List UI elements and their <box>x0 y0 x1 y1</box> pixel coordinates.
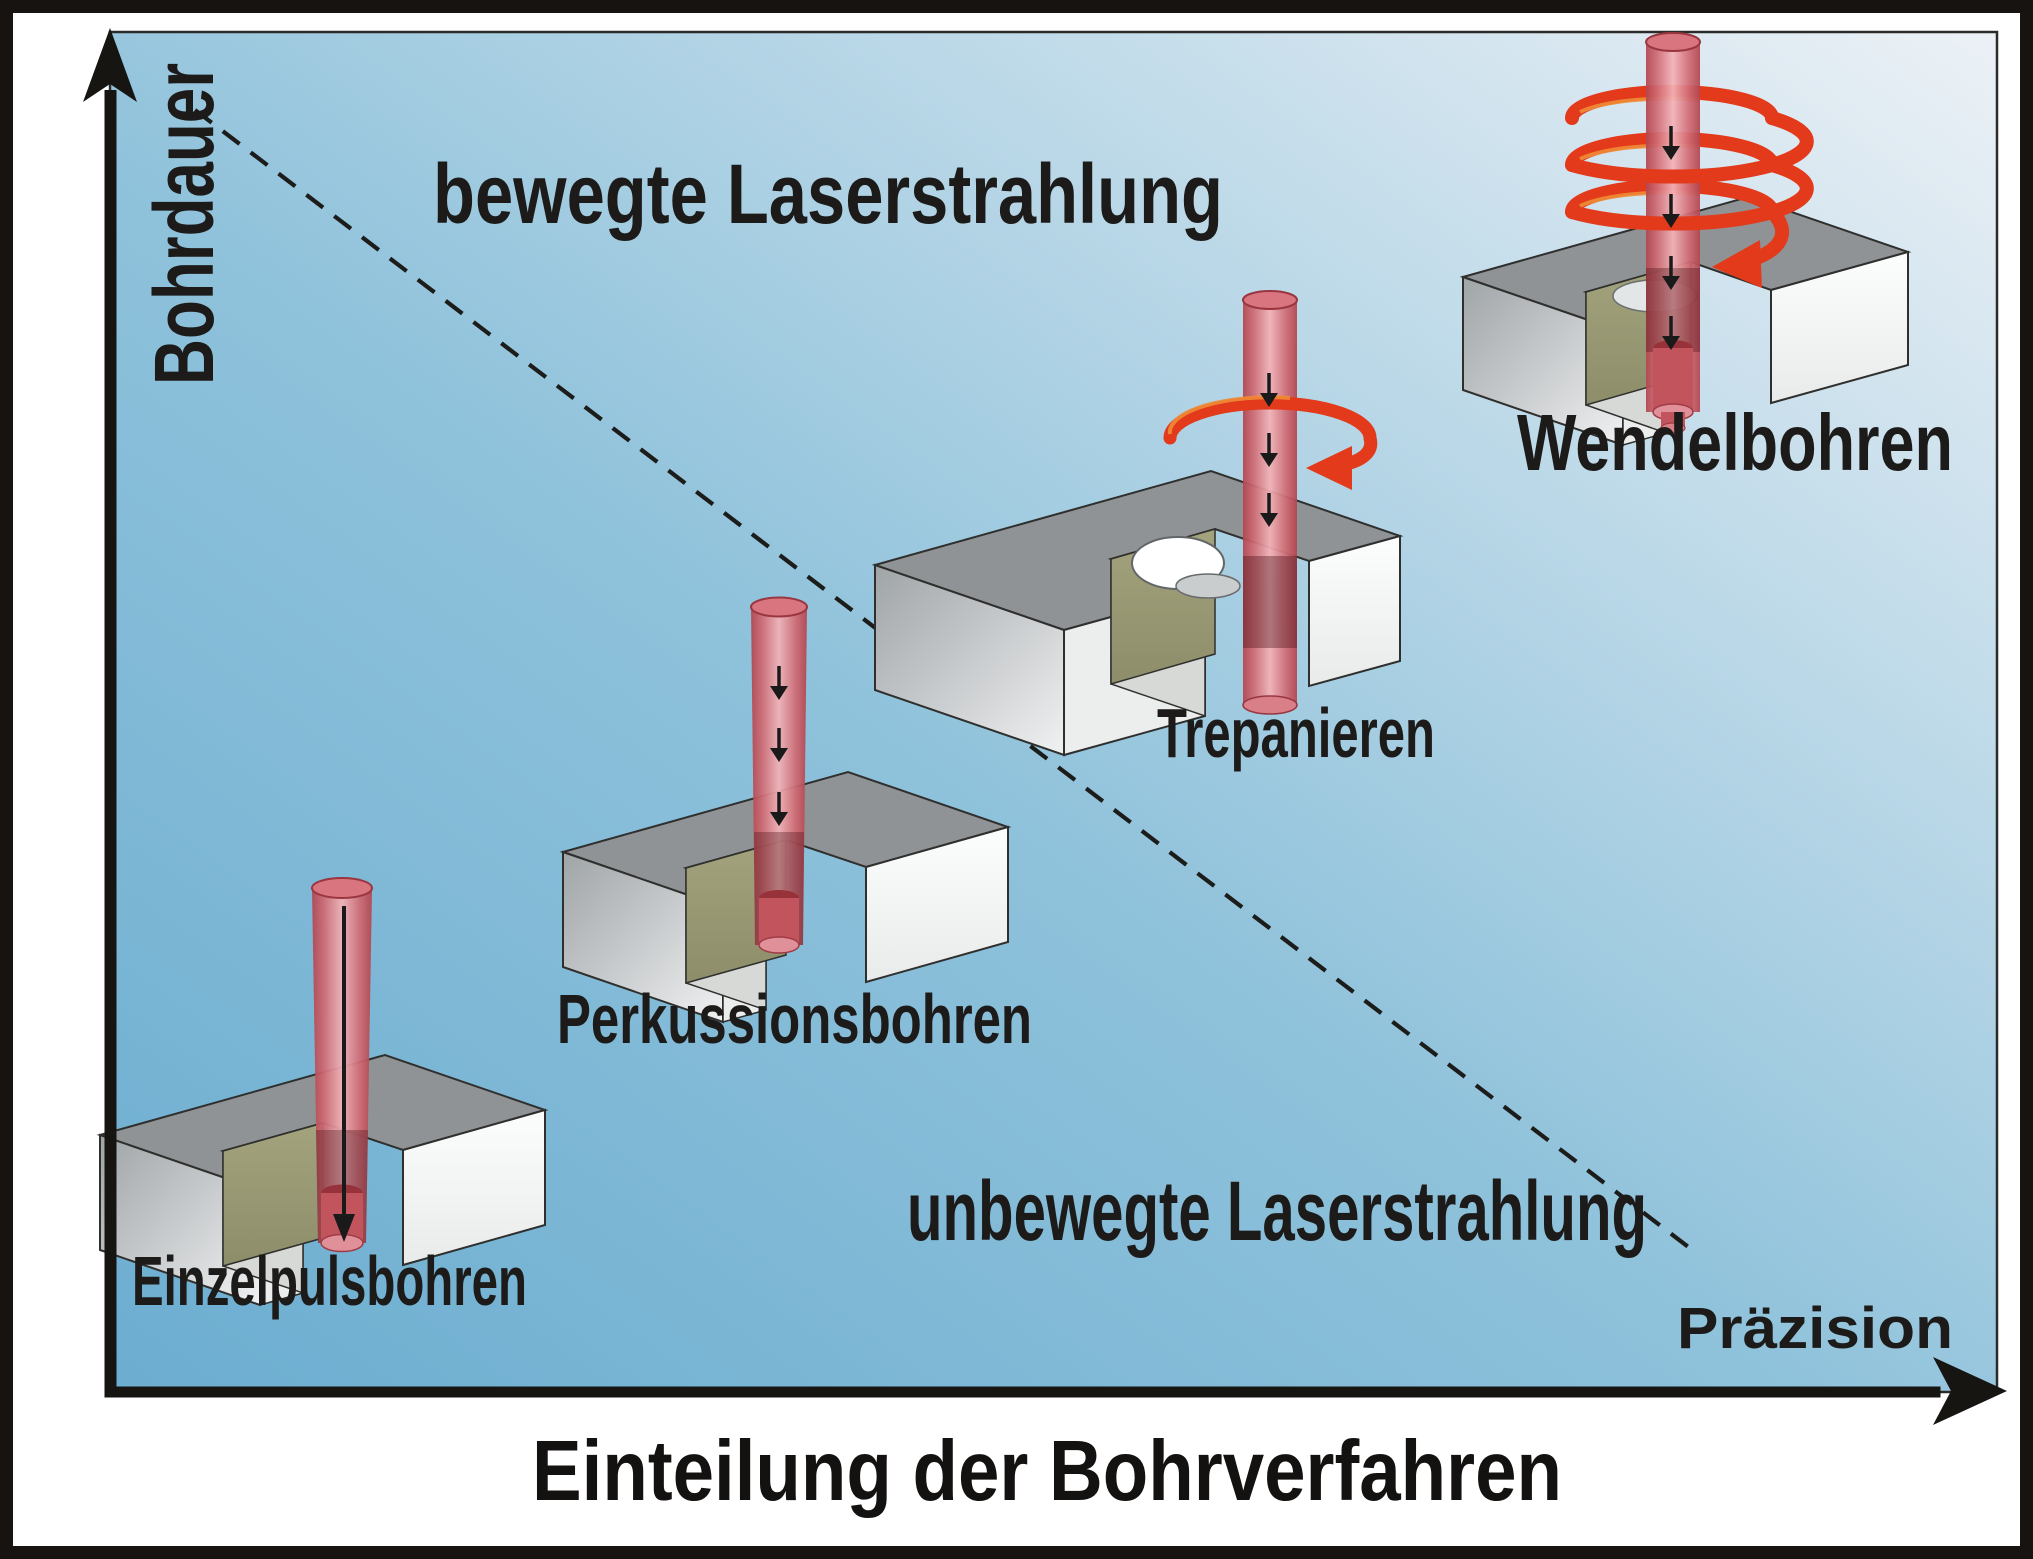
method-perkussionsbohren: Perkussionsbohren <box>557 596 1032 1058</box>
y-axis-arrowhead-icon <box>83 28 137 102</box>
pulse-arrows-icon <box>1260 373 1278 527</box>
pulse-arrows-icon <box>770 666 788 826</box>
method-wendelbohren: Wendelbohren <box>1459 32 1953 487</box>
helix-arrow-front <box>1565 111 1814 266</box>
single-pulse-arrow-icon <box>333 906 355 1242</box>
method-einzelpulsbohren: Einzelpulsbohren <box>96 877 549 1320</box>
y-axis-line <box>104 90 117 1392</box>
workpiece-block <box>871 469 1404 757</box>
y-axis-label: Bohrdauer <box>137 63 231 385</box>
x-axis-label: Präzision <box>1677 1296 1953 1361</box>
method-label-perkussionsbohren: Perkussionsbohren <box>557 980 1032 1058</box>
laser-beam <box>750 596 808 954</box>
axes: Bohrdauer Präzision <box>83 28 2007 1425</box>
drill-hole <box>1653 348 1693 412</box>
method-label-trepanieren: Trepanieren <box>1157 694 1435 772</box>
region-label-static-beam: unbewegte Laserstrahlung <box>907 1164 1647 1258</box>
laser-beam <box>1645 32 1701 434</box>
x-axis-line <box>104 1386 1941 1398</box>
method-trepanieren: Trepanieren <box>871 290 1435 772</box>
pulse-arrows-icon <box>1662 126 1680 350</box>
x-axis-arrowhead-icon <box>1933 1357 2007 1425</box>
figure-title: Einteilung der Bohrverfahren <box>532 1424 1562 1519</box>
method-label-wendelbohren: Wendelbohren <box>1517 398 1953 487</box>
region-label-moving-beam: bewegte Laserstrahlung <box>433 147 1223 241</box>
method-label-einzelpulsbohren: Einzelpulsbohren <box>132 1242 527 1320</box>
helix-arrowhead <box>1712 240 1762 288</box>
